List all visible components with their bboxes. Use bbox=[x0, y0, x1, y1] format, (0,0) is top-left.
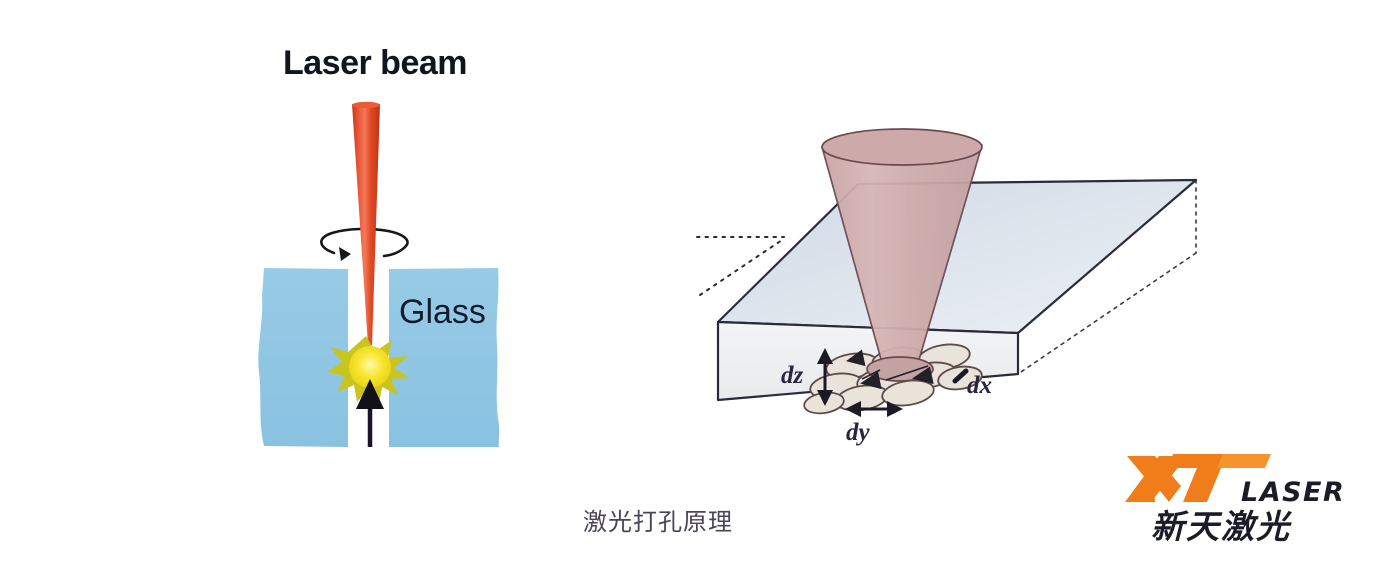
laser-cone-3d bbox=[821, 128, 983, 382]
dx-pointer-tick bbox=[952, 368, 969, 384]
through-hole-upward-arrow bbox=[356, 379, 384, 447]
xt-laser-logo-svg: LASER 新天激光 bbox=[1125, 454, 1345, 546]
spark-burst-icon bbox=[327, 336, 410, 404]
dz-dimension-arrow bbox=[817, 348, 833, 406]
rotation-arrow-icon bbox=[320, 227, 409, 261]
dy-dimension-arrow bbox=[845, 401, 903, 417]
left-diagram-svg bbox=[258, 101, 500, 447]
logo-laser-text: LASER bbox=[1241, 477, 1345, 508]
logo-t-mark bbox=[1169, 454, 1271, 502]
laser-beam-title: Laser beam bbox=[283, 44, 468, 82]
construction-dotted-lines bbox=[696, 236, 785, 296]
laser-drilling-cross-section-diagram: Laser beam bbox=[0, 0, 560, 500]
plate-hidden-edges bbox=[1017, 179, 1197, 375]
glass-block-right bbox=[389, 268, 500, 447]
laser-beam-cone bbox=[352, 101, 380, 345]
glass-material-label: Glass bbox=[399, 293, 486, 331]
scan-path-lines bbox=[861, 365, 929, 381]
xt-laser-logo: LASER 新天激光 bbox=[1125, 444, 1360, 546]
plate-top-face bbox=[716, 178, 1198, 335]
scan-direction-arrows bbox=[846, 349, 934, 390]
dy-label: dy bbox=[846, 419, 870, 446]
dx-label: dx bbox=[967, 372, 992, 399]
ablation-spot-field bbox=[803, 343, 983, 415]
dz-label: dz bbox=[781, 362, 804, 389]
glass-block-left bbox=[258, 268, 348, 447]
logo-chinese-text: 新天激光 bbox=[1151, 507, 1293, 544]
plate-front-face bbox=[716, 320, 1020, 402]
figure-caption: 激光打孔原理 bbox=[583, 508, 733, 536]
